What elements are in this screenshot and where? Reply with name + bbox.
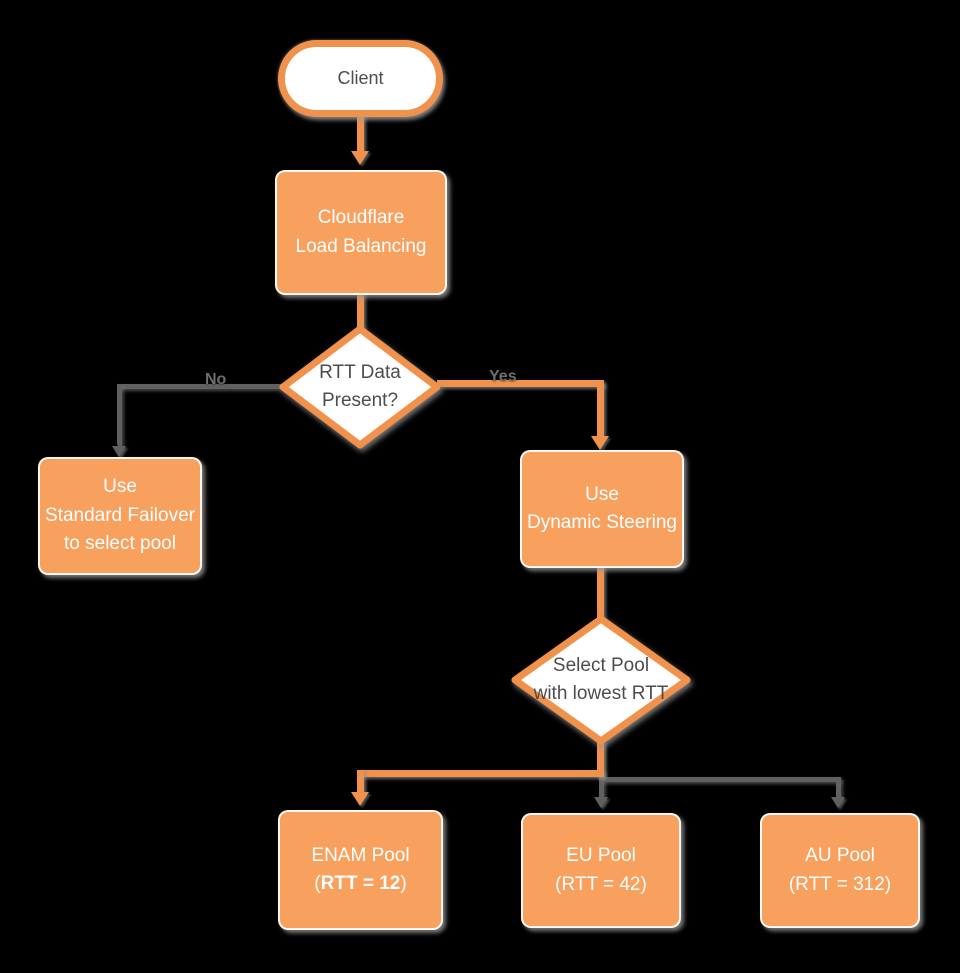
node-load-balancing-label: Cloudflare Load Balancing <box>295 207 427 257</box>
edge-no-vertical <box>117 384 122 448</box>
node-enam-pool: ENAM Pool (RTT = 12) <box>278 810 443 930</box>
edge-yes-vertical <box>597 380 604 438</box>
enam-pool-rtt: (RTT = 12) <box>314 870 406 899</box>
au-pool-rtt: (RTT = 312) <box>788 873 892 895</box>
node-eu-pool: EU Pool (RTT = 42) <box>521 813 681 928</box>
node-standard-failover: Use Standard Failover to select pool <box>38 457 202 575</box>
edge-steering-to-select <box>597 564 604 620</box>
node-select-pool-shape <box>511 615 691 745</box>
edge-enam-horizontal <box>357 770 604 777</box>
edge-lb-to-decision <box>357 292 364 332</box>
node-au-pool: AU Pool (RTT = 312) <box>760 813 920 928</box>
edge-label-no: No <box>205 371 227 388</box>
edge-client-to-lb <box>357 114 364 153</box>
arrowhead-to-eu-pool <box>594 797 608 808</box>
node-standard-failover-label: Use Standard Failover to select pool <box>45 476 195 555</box>
node-client: Client <box>278 40 443 117</box>
edge-no-horizontal <box>119 384 286 389</box>
eu-pool-rtt: (RTT = 42) <box>555 873 647 895</box>
enam-rtt-close-paren: ) <box>400 873 407 894</box>
edge-enam-vertical <box>357 770 364 794</box>
eu-pool-name: EU Pool <box>566 845 636 866</box>
au-pool-name: AU Pool <box>805 845 875 866</box>
node-dynamic-steering-label: Use Dynamic Steering <box>527 483 677 534</box>
arrowhead-to-enam-pool <box>351 792 369 806</box>
arrowhead-to-au-pool <box>831 797 845 808</box>
edge-select-down <box>597 740 604 777</box>
arrowhead-to-lb <box>351 151 369 165</box>
node-rtt-decision-shape <box>279 325 441 449</box>
node-load-balancing: Cloudflare Load Balancing <box>275 170 447 295</box>
enam-rtt-value: RTT = 12 <box>320 873 401 894</box>
node-client-label: Client <box>337 68 384 88</box>
node-dynamic-steering: Use Dynamic Steering <box>520 450 684 568</box>
edge-au-vertical <box>836 777 841 798</box>
arrowhead-to-standard-failover <box>112 446 126 457</box>
edge-label-yes: Yes <box>489 368 517 385</box>
edge-au-horizontal <box>601 777 841 782</box>
arrowhead-to-dynamic-steering <box>591 436 609 450</box>
enam-rtt-open-paren: ( <box>314 873 321 894</box>
enam-pool-name: ENAM Pool <box>311 844 410 866</box>
edge-yes-horizontal <box>437 380 604 387</box>
